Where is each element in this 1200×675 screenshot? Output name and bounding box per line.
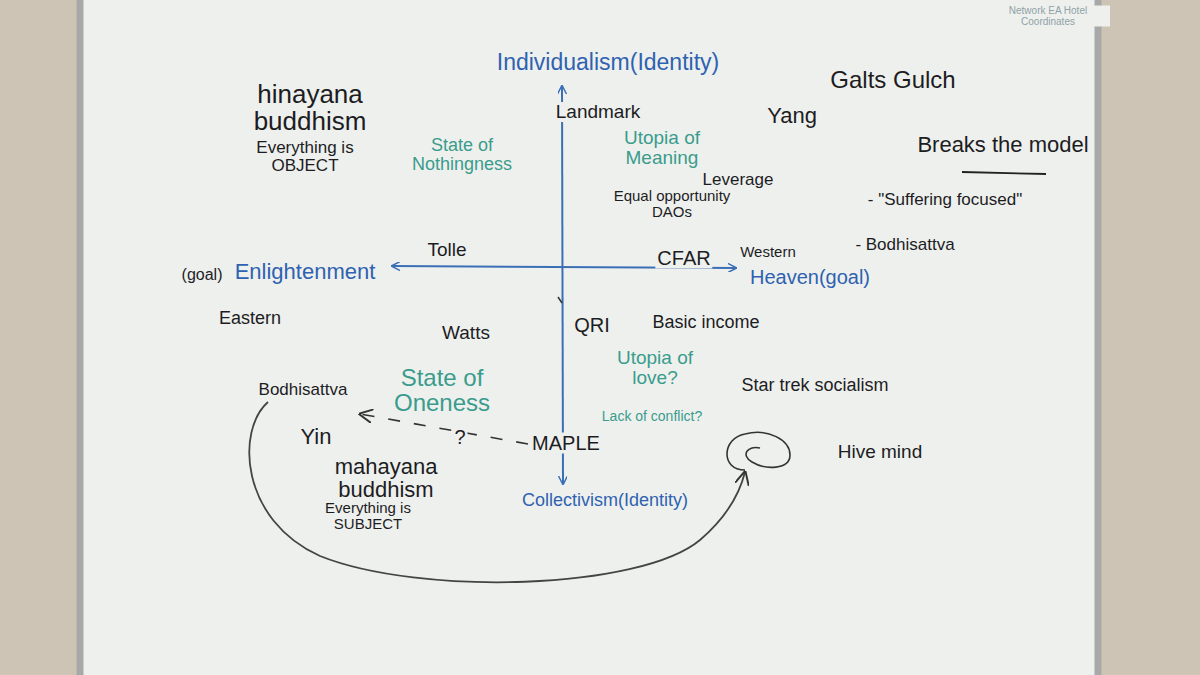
board-label: Bodhisattva <box>257 381 350 399</box>
board-label: Tolle <box>425 240 468 260</box>
board-label: Heaven(goal) <box>748 267 872 288</box>
board-label: Star trek socialism <box>739 376 890 395</box>
board-label: State of Oneness <box>375 365 509 415</box>
board-label: CFAR <box>655 248 712 269</box>
cycle-arrow <box>249 402 745 582</box>
board-label: Everything is SUBJECT <box>306 500 430 532</box>
board-label: Lack of conflict? <box>600 409 704 424</box>
board-label: Utopia of Meaning <box>595 128 729 168</box>
board-label: Breaks the model <box>915 133 1090 156</box>
board-label: mahayana buddhism <box>309 455 463 501</box>
vertical-axis <box>562 86 563 484</box>
board-label: Collectivism(Identity) <box>520 491 690 510</box>
underline <box>962 172 1046 174</box>
board-label: Yang <box>765 104 819 127</box>
board <box>80 0 1098 675</box>
board-label: Galts Gulch <box>828 67 957 92</box>
board-label: Network EA Hotel Coordinates <box>986 6 1110 27</box>
board-label: Landmark <box>554 102 643 122</box>
board-label: (goal) <box>180 267 225 284</box>
board-label: Yin <box>299 425 334 448</box>
board-label: hinayana buddhism <box>228 81 392 136</box>
axis-tick <box>558 297 562 303</box>
board-label: Equal opportunity DAOs <box>600 188 744 220</box>
board-label: Everything is OBJECT <box>243 139 367 175</box>
board-label: Basic income <box>650 313 761 332</box>
board-label: Individualism(Identity) <box>495 50 721 74</box>
board-label: Western <box>738 244 798 260</box>
board-label: State of Nothingness <box>400 136 524 174</box>
board-label: Watts <box>440 323 492 343</box>
board-label: Eastern <box>217 309 283 328</box>
dashed-arrow <box>360 414 528 444</box>
board-label: - Bodhisattva <box>853 236 956 254</box>
board-label: QRI <box>572 315 612 336</box>
board-label: Enlightenment <box>233 260 378 283</box>
board-label: ? <box>452 427 467 448</box>
loop-scribble <box>727 432 790 470</box>
board-label: Leverage <box>701 171 776 189</box>
board-label: Hive mind <box>836 442 924 462</box>
board-label: Utopia of love? <box>598 348 712 388</box>
board-label: - "Suffering focused" <box>866 191 1024 209</box>
board-label: MAPLE <box>530 433 602 454</box>
